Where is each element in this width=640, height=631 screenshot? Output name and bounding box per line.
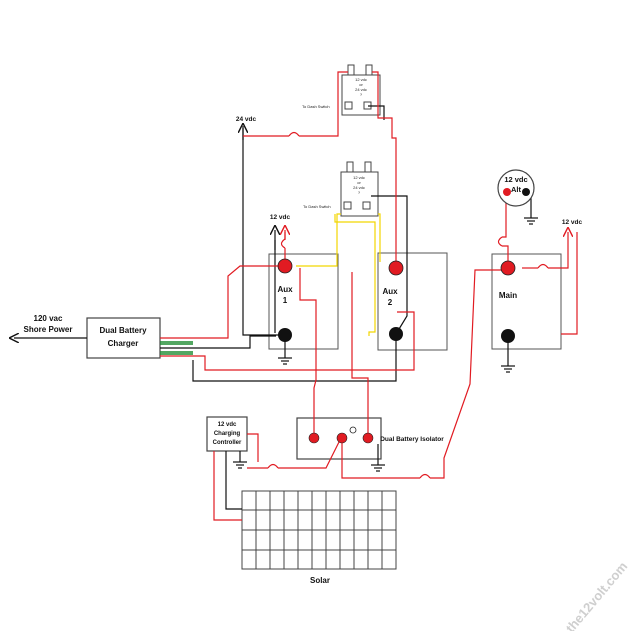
label-main: Main bbox=[499, 291, 517, 300]
aux1-negative-terminal bbox=[278, 328, 292, 342]
alternator bbox=[497, 169, 535, 207]
relay-bottom-text-2: or bbox=[357, 180, 361, 185]
relay-bottom-text-3: 24 vdc bbox=[353, 185, 365, 190]
alternator-positive-terminal bbox=[503, 188, 511, 196]
dual-battery-charger-box bbox=[86, 317, 161, 359]
main-positive-terminal bbox=[500, 260, 516, 276]
relay-wires bbox=[296, 213, 381, 336]
positive-wires bbox=[160, 71, 578, 521]
ground-symbols bbox=[233, 217, 538, 472]
charger-wires bbox=[160, 341, 193, 355]
relay-top: 12 vdc or 24 vdc ? bbox=[341, 64, 381, 116]
relay-bottom-text-1: 12 vdc bbox=[353, 175, 365, 180]
negative-wires bbox=[14, 105, 532, 510]
relay-top-text-1: 12 vdc bbox=[355, 77, 367, 82]
label-isolator: Dual Battery Isolator bbox=[380, 436, 444, 443]
main-negative-terminal bbox=[501, 329, 515, 343]
label-aux2-1: Aux bbox=[382, 287, 398, 296]
label-cc-2: Charging bbox=[214, 431, 241, 437]
label-dash-switch-bottom: To Dash Switch bbox=[303, 204, 331, 209]
label-dash-switch-top: To Dash Switch bbox=[302, 104, 330, 109]
isolator-right-terminal bbox=[362, 432, 374, 444]
label-alt: Alt bbox=[511, 185, 522, 194]
relay-bottom-text-4: ? bbox=[358, 190, 361, 195]
label-right-12vdc: 12 vdc bbox=[562, 219, 583, 226]
aux1-battery-box bbox=[268, 253, 339, 350]
label-aux2-2: 2 bbox=[388, 298, 393, 307]
label-aux1-12vdc: 12 vdc bbox=[270, 214, 291, 221]
isolator-left-terminal bbox=[308, 432, 320, 444]
charging-controller-box bbox=[206, 416, 248, 452]
isolator-ground-terminal bbox=[349, 426, 357, 434]
relay-top-text-2: or bbox=[359, 82, 363, 87]
alternator-negative-terminal bbox=[522, 188, 530, 196]
aux1-positive-terminal bbox=[277, 258, 293, 274]
label-cc-3: Controller bbox=[213, 440, 242, 446]
solar-panel bbox=[241, 490, 397, 570]
main-battery-box bbox=[491, 253, 562, 350]
label-aux1-2: 1 bbox=[283, 296, 288, 305]
label-charger-1: Dual Battery bbox=[99, 326, 147, 335]
label-24vdc: 24 vdc bbox=[236, 116, 257, 123]
aux2-positive-terminal bbox=[388, 260, 404, 276]
label-charger-2: Charger bbox=[108, 339, 139, 348]
aux2-negative-terminal bbox=[389, 327, 403, 341]
label-cc-1: 12 vdc bbox=[218, 422, 237, 428]
watermark: the12volt.com bbox=[563, 559, 631, 631]
label-solar: Solar bbox=[310, 576, 330, 585]
relay-top-text-4: ? bbox=[360, 92, 363, 97]
label-aux1-1: Aux bbox=[277, 285, 293, 294]
aux2-battery-box bbox=[377, 252, 448, 351]
relay-bottom: 12 vdc or 24 vdc ? bbox=[340, 161, 379, 217]
label-shore-1: 120 vac bbox=[34, 314, 63, 323]
label-shore-2: Shore Power bbox=[24, 325, 73, 334]
isolator-middle-terminal bbox=[336, 432, 348, 444]
relay-top-text-3: 24 vdc bbox=[355, 87, 367, 92]
label-alt-voltage: 12 vdc bbox=[504, 175, 527, 184]
